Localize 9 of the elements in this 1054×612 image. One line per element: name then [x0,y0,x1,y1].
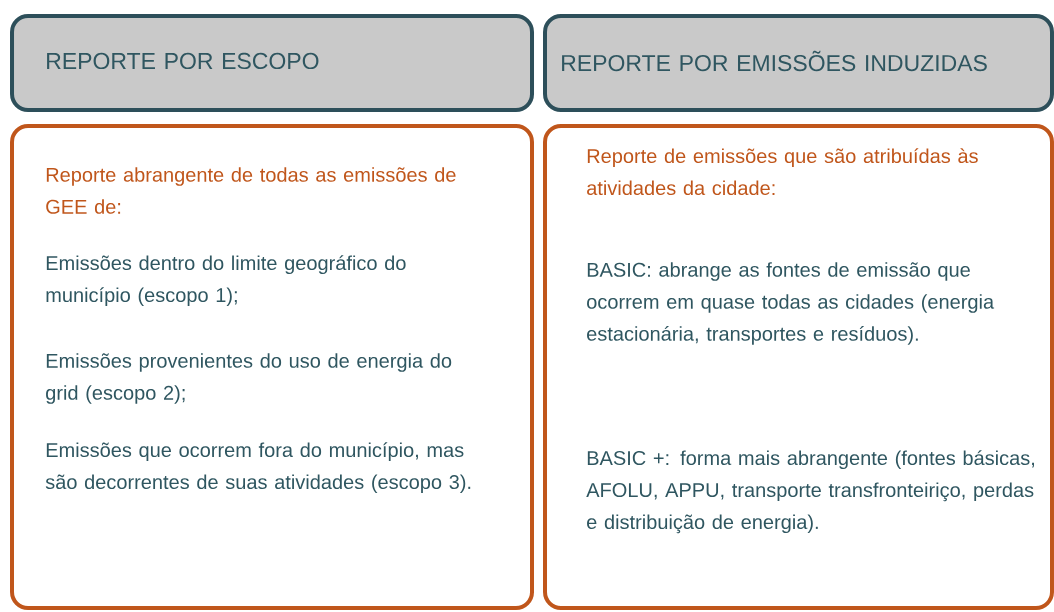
header-text: REPORTE POR EMISSÕES INDUZIDAS [562,50,987,72]
heading-text: Reporte abrangente de todas as emissões de GEE de: [46,167,456,214]
paragraph: BASIC +: forma mais abrangente (fontes básicas, AFOLU, APPU, transporte transfronteiriço, perdas e distribuição de energia). [586,450,1034,534]
heading-text: Reporte de emissões que são atribuídas às atividades da cidade: [587,148,978,196]
paragraph: Emissões que ocorrem fora do município, mas são decorrentes de suas atividades (escopo 3). [45,442,471,494]
paragraph: Emissões dentro do limite geográfico do município (escopo 1); [46,255,406,307]
paragraph: BASIC: abrange as fontes de emissão que ocorrem em quase todas as cidades (energia estacionária, transportes e resíduos). [587,262,995,345]
paragraph: Emissões provenientes do uso de energia do grid (escopo 2); [46,353,452,404]
header-text: REPORTE POR ESCOPO [47,52,319,70]
